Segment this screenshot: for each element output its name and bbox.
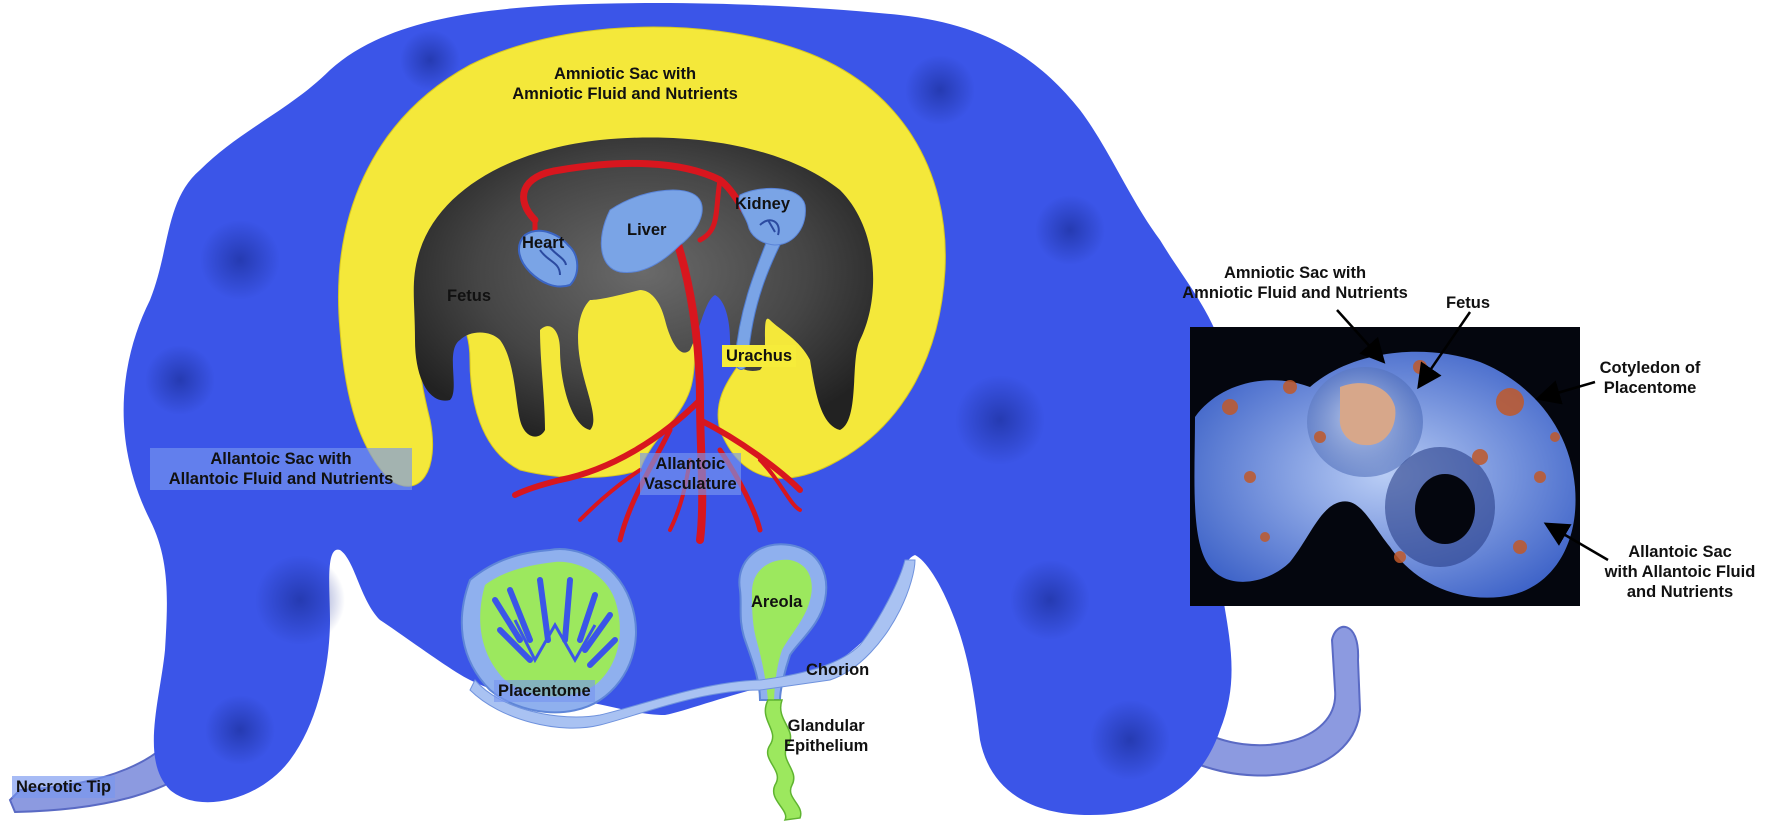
- allantoic-vasculature-label-line1: Allantoic: [655, 455, 726, 473]
- photo-amniotic-label: Amniotic Sac with Amniotic Fluid and Nut…: [1175, 263, 1415, 303]
- conceptus-photo-drawing: [1190, 327, 1580, 606]
- photo-allantoic-label: Allantoic Sac with Allantoic Fluid and N…: [1600, 542, 1760, 602]
- kidney-organ: [738, 187, 806, 246]
- photo-cotyledon-label-line2: Placentome: [1603, 379, 1697, 397]
- urachus-label: Urachus: [722, 345, 797, 367]
- heart-detail: [539, 244, 567, 276]
- photo-amniotic-label-line1: Amniotic Sac with: [1223, 264, 1367, 282]
- liver-organ: [600, 189, 703, 274]
- photo-cotyledon-label-line1: Cotyledon of: [1599, 359, 1701, 377]
- kidney-detail: [759, 219, 780, 236]
- heart-label: Heart: [522, 234, 565, 252]
- allantoic-vasculature-label-line2: Vasculature: [644, 475, 737, 493]
- allantoic-sac-shading: [145, 30, 1170, 780]
- necrotic-tip-right: [1199, 625, 1362, 777]
- glandular-epithelium-label-line1: Glandular: [787, 717, 865, 735]
- fetus-label: Fetus: [447, 287, 492, 305]
- glandular-epithelium-label-line2: Epithelium: [784, 737, 869, 755]
- photo-cotyledon-label: Cotyledon of Placentome: [1585, 358, 1715, 398]
- photo-fetus-label: Fetus: [1446, 294, 1491, 312]
- allantoic-vasculature-label: Allantoic Vasculature: [640, 453, 741, 495]
- chorion: [469, 559, 916, 729]
- chorion-label: Chorion: [806, 661, 870, 679]
- amniotic-sac-label: Amniotic Sac with Amniotic Fluid and Nut…: [505, 64, 745, 104]
- photo-amniotic-label-line2: Amniotic Fluid and Nutrients: [1182, 284, 1408, 302]
- areola-label: Areola: [751, 593, 803, 611]
- photo-allantoic-label-line1: Allantoic Sac: [1628, 543, 1732, 561]
- glandular-epithelium: [764, 699, 802, 821]
- allantoic-sac-label: Allantoic Sac with Allantoic Fluid and N…: [150, 448, 412, 490]
- allantoic-sac-label-line1: Allantoic Sac with: [210, 450, 352, 468]
- placentome: [460, 548, 637, 714]
- necrotic-tip-label: Necrotic Tip: [12, 776, 116, 798]
- glandular-epithelium-label: Glandular Epithelium: [784, 716, 868, 756]
- placentome-label: Placentome: [494, 680, 595, 702]
- urachus: [734, 219, 791, 370]
- photo-allantoic-label-line3: and Nutrients: [1626, 583, 1734, 601]
- amniotic-sac-label-line2: Amniotic Fluid and Nutrients: [512, 85, 738, 103]
- amniotic-sac-label-line1: Amniotic Sac with: [553, 65, 697, 83]
- conceptus-photo: [1190, 327, 1580, 606]
- kidney-label: Kidney: [735, 195, 791, 213]
- liver-label: Liver: [627, 221, 667, 239]
- areola: [738, 543, 828, 701]
- allantoic-sac-label-line2: Allantoic Fluid and Nutrients: [168, 470, 394, 488]
- photo-allantoic-label-line2: with Allantoic Fluid: [1604, 563, 1756, 581]
